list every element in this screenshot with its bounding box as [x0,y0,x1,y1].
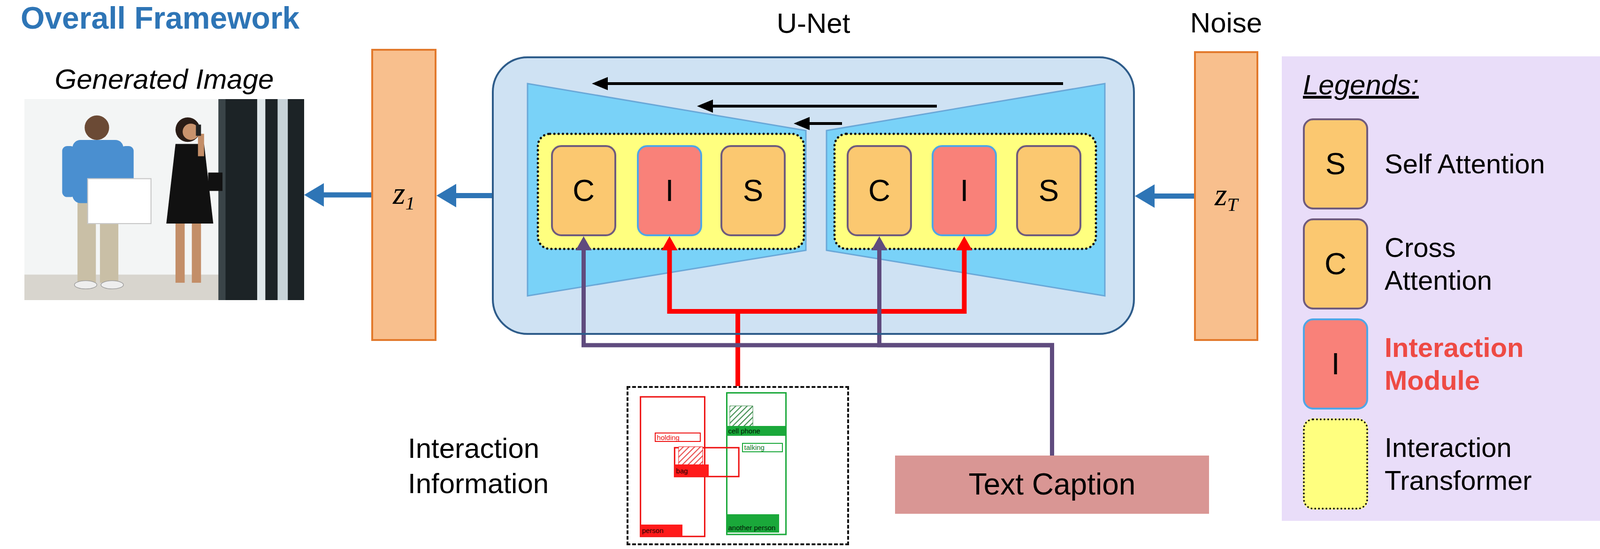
photo-pillar [277,99,288,300]
node-label: C [572,173,595,209]
woman-arm [198,133,205,157]
skip-connection [605,82,1064,85]
man-shoe [100,280,124,289]
connector [661,236,739,386]
self-attention-box: S [720,145,786,237]
legend-swatch [1302,418,1369,510]
unet-fill [491,56,1135,335]
arrowhead [661,236,678,251]
connector-line [669,249,739,386]
interaction-module-box: I [636,145,703,237]
photo-door [222,99,305,300]
legend-heading: Legends: [1302,68,1419,101]
shopping-bag [87,178,152,224]
connector [871,236,1053,456]
another-person-box [726,392,786,535]
cross-attention-box: C [846,145,912,237]
connector [436,183,492,208]
connector-line [737,249,965,386]
node-label: I [959,173,969,209]
node-label: z1 [392,174,415,215]
legend-text: Interaction Module [1384,330,1554,397]
node-label: zT [1214,176,1238,216]
photo-frame [218,99,226,300]
photo-pillar [257,99,266,300]
subscript: 1 [405,192,415,215]
object-tag: bag [674,464,709,476]
legend-swatch: C [1302,218,1369,310]
node-label: S [1038,173,1059,209]
node-label: S [742,173,764,209]
unet-box: U-NetCISCIS [491,56,1135,335]
man-shoe [74,280,98,289]
skip-arrowhead [696,99,713,113]
woman-dress [166,144,214,224]
subscript: T [1226,193,1238,215]
hatched-region [678,446,703,465]
legend-swatch: S [1302,118,1369,210]
connector [737,236,973,386]
object-tag: talking [742,442,784,452]
skip-connection [807,122,843,125]
phone [195,124,201,136]
skip-arrowhead [793,116,810,131]
connector-line [455,192,492,199]
woman-leg [191,219,202,283]
object-tag: another person [726,513,779,532]
legend-text: Self Attention [1384,147,1546,181]
object-tag: cell phone [726,425,786,436]
generated-photo [24,99,305,300]
connector-line [322,192,372,198]
arrowhead [1134,184,1155,208]
interaction-info-box: Interaction Informationholdingbagpersonc… [626,385,850,545]
node-heading: Noise [1190,6,1263,39]
cross-attention-box: C [551,145,617,237]
swatch-letter: C [1324,246,1347,281]
connector [1134,184,1195,208]
woman-handbag [208,172,223,191]
arrowhead [871,236,888,251]
man-head [84,115,109,140]
hatched-region [729,405,753,427]
node-heading: Generated Image [54,62,275,96]
node-label: I [665,173,674,209]
object-tag: holding [654,432,701,442]
encoder-trapezoid [527,83,806,296]
photo-background [24,99,305,300]
node-heading: U-Net [776,7,851,40]
woman-leg [175,219,185,283]
arrowhead [436,183,457,208]
node-heading: Interaction Information [407,430,596,501]
text-caption-box: Text Caption [895,455,1210,514]
connector [304,183,372,207]
latent-box: z1 [371,48,437,341]
node-label: Text Caption [968,466,1136,502]
noise-latent-box: NoisezT [1194,51,1259,341]
legend-text: Interaction Transformer [1384,430,1554,497]
object-tag: person [640,524,683,536]
interaction-transformer-block [537,133,804,249]
legend-swatch: I [1302,318,1369,410]
interaction-module-box: I [931,145,997,237]
swatch-letter: I [1331,346,1340,381]
connector-line [1153,193,1195,199]
interaction-transformer-block [834,133,1096,249]
skip-connection [711,104,937,108]
swatch-letter: S [1325,146,1346,181]
node-label: C [868,173,891,209]
arrowhead [956,236,973,251]
self-attention-box: S [1016,145,1082,237]
arrowhead [304,183,324,207]
generated-image: Generated Image [24,99,305,300]
diagram-title: Overall Framework [20,0,300,36]
legend-text: Cross Attention [1384,230,1554,297]
arrowhead [575,236,592,251]
connector-line [879,249,1053,456]
skip-arrowhead [591,76,608,91]
